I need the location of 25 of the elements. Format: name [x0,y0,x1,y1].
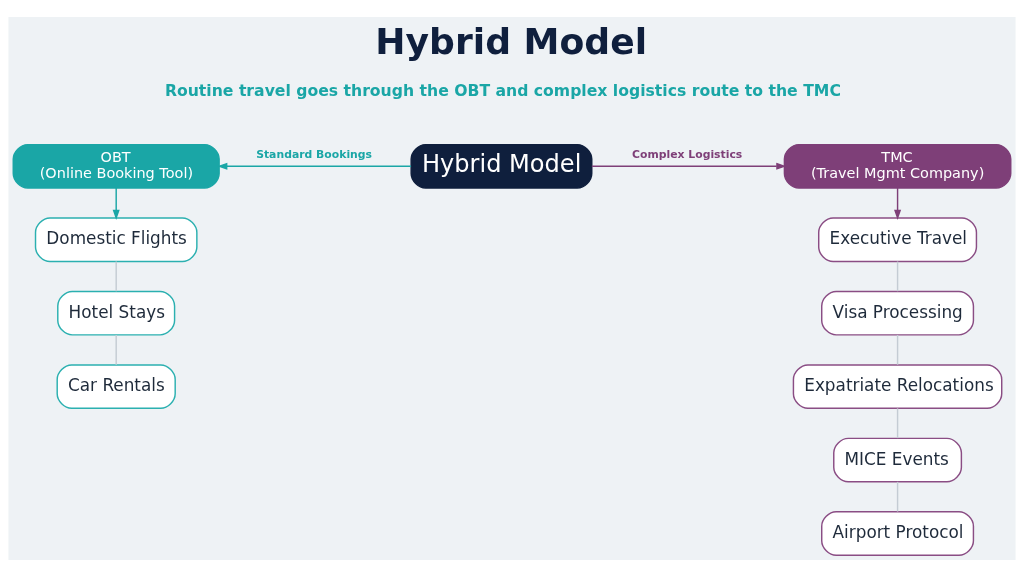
arrow [894,186,902,220]
edge-label: Standard Bookings [256,147,373,161]
label: Routine travel goes through the OBT and complex logistics route to the TMC [164,80,841,100]
node-box: Domestic Flights [34,216,198,262]
node-box: Airport Protocol [821,510,975,556]
node-box: Hybrid Model [410,143,593,189]
connector [896,480,899,512]
diagram-title: Hybrid Model [375,19,648,63]
arrow [591,162,787,170]
node-box: Car Rentals [56,363,176,409]
connector [896,260,899,292]
arrow [217,162,412,170]
node-box: MICE Events [833,437,963,482]
node-box: TMC (Travel Mgmt Company) [783,143,1012,189]
node-box: Visa Processing [821,290,975,336]
connector [115,333,117,365]
node-box: Expatriate Relocations [792,363,1003,409]
connector [115,260,117,292]
arrow [112,186,120,220]
node-box: Hotel Stays [57,290,176,336]
node-box: Executive Travel [818,216,978,262]
connector [896,407,899,439]
edge-label: Complex Logistics [632,147,743,161]
node-box: OBT (Online Booking Tool) [12,143,220,189]
connector [896,333,899,365]
